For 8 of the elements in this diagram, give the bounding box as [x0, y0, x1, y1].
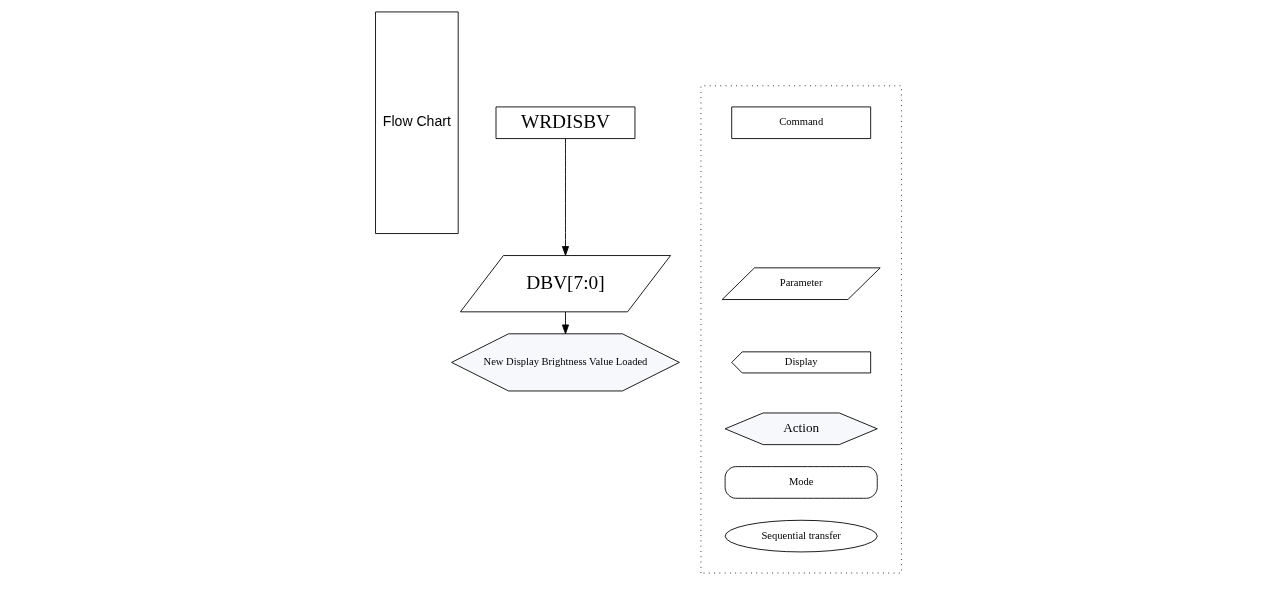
node-box: Flow Chart: [374, 11, 459, 234]
arrow: [561, 138, 569, 256]
cluster: [700, 85, 902, 574]
node-ellipse: Sequential transfer: [724, 519, 878, 553]
arrow: [561, 311, 569, 335]
node-box: Command: [730, 106, 871, 139]
node-box: WRDISBV: [495, 106, 635, 139]
node-box: Mode: [724, 466, 878, 499]
